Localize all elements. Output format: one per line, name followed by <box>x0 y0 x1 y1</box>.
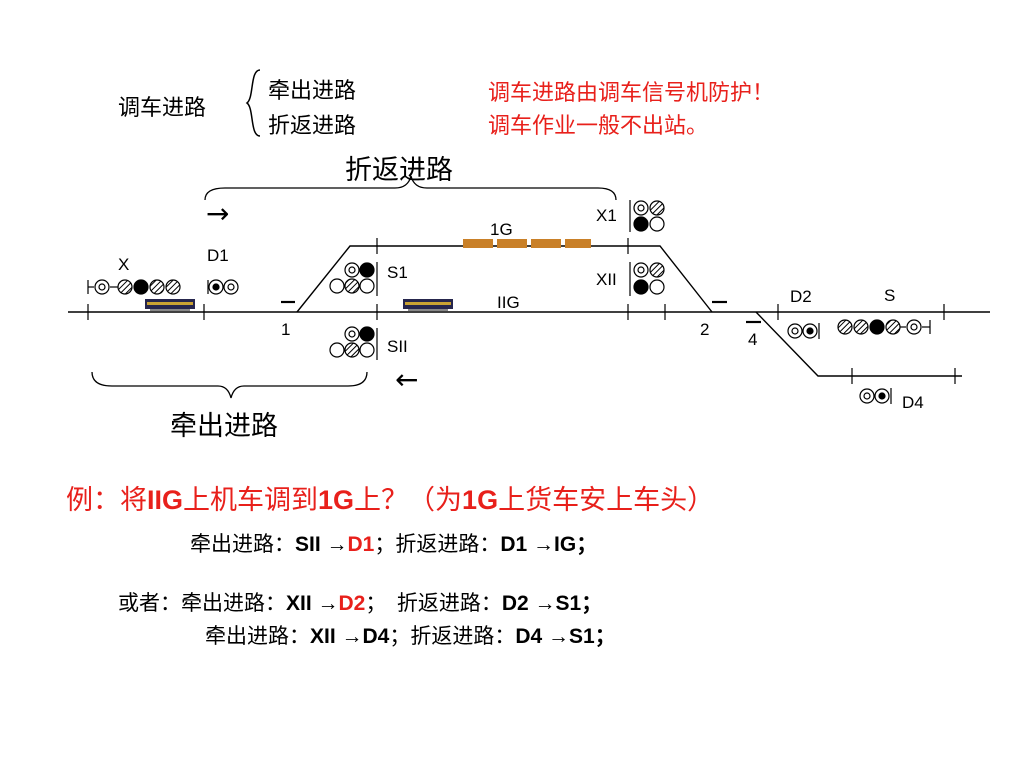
brace-icon <box>245 69 261 137</box>
label-signal-s1: S1 <box>387 263 408 282</box>
label-signal-d4: D4 <box>902 393 924 412</box>
locomotive-iig <box>403 299 453 311</box>
label-track-1g: 1G <box>490 220 513 239</box>
bottom-brace <box>91 371 368 399</box>
example-question: 例：将IIG上机车调到1G上？（为1G上货车安上车头） <box>66 485 715 516</box>
shunt-route-label: 调车进路 <box>118 96 207 121</box>
track-diagram <box>68 175 990 404</box>
label-switch-2: 2 <box>700 320 710 339</box>
signal-d2-icon <box>787 323 820 339</box>
track-d4-branch <box>755 311 962 377</box>
answer-line-1: 牵出进路：SII →D1；折返进路：D1 →IG； <box>190 532 598 556</box>
signal-d4-icon <box>859 388 892 404</box>
arrow-right-icon: → <box>206 197 230 230</box>
note-station: 调车作业一般不出站。 <box>488 114 709 139</box>
route-type-turnback: 折返进路 <box>268 114 357 139</box>
arrow-left-icon: ← <box>395 363 419 396</box>
label-signal-d1: D1 <box>207 246 229 265</box>
signal-d1-icon <box>207 279 239 295</box>
top-brace <box>204 175 617 201</box>
label-signal-x1: X1 <box>596 206 617 225</box>
signal-s1-icon <box>329 262 378 296</box>
turnback-route-title: 折返进路 <box>345 155 453 186</box>
label-signal-xii: XII <box>596 270 617 289</box>
signal-x-icon <box>87 279 181 295</box>
label-signal-sii: SII <box>387 337 408 356</box>
label-switch-1: 1 <box>281 320 291 339</box>
label-track-iig: IIG <box>497 293 520 312</box>
answer-line-2: 或者：牵出进路：XII →D2； 折返进路：D2 →S1； <box>118 591 603 615</box>
freight-cars <box>463 239 591 248</box>
signal-x1-icon <box>629 200 665 232</box>
label-signal-x: X <box>118 255 130 274</box>
label-switch-4: 4 <box>748 330 758 349</box>
signal-s-icon <box>837 319 931 335</box>
note-protection: 调车进路由调车信号机防护！ <box>488 81 775 106</box>
route-type-pullout: 牵出进路 <box>268 79 357 104</box>
label-signal-d2: D2 <box>790 287 812 306</box>
locomotive-left <box>145 299 195 311</box>
answer-line-3: 牵出进路：XII →D4；折返进路：D4 →S1； <box>205 624 616 648</box>
pullout-route-title: 牵出进路 <box>170 411 278 442</box>
signal-xii-icon <box>629 262 665 296</box>
signal-sii-icon <box>329 326 378 360</box>
label-signal-s: S <box>884 286 896 305</box>
